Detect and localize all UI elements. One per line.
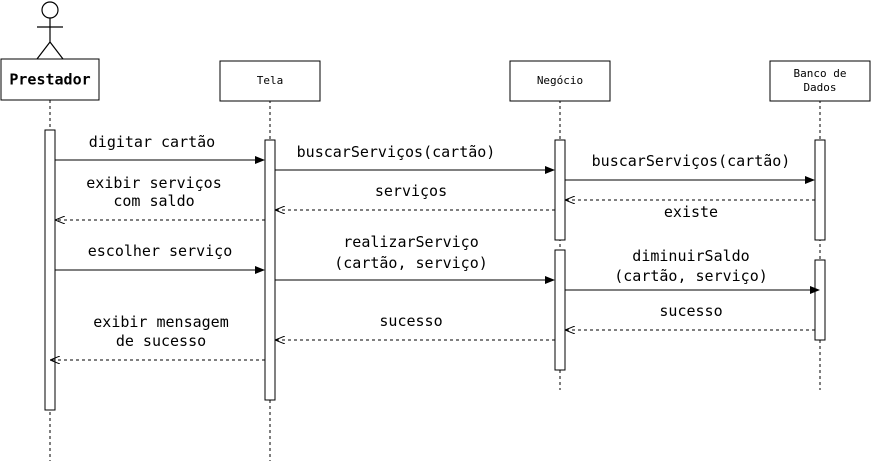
message-label-buscar-servicos-2: buscarServiços(cartão) [592, 152, 791, 170]
message-label-realizar-servico-line2: (cartão, serviço) [334, 254, 488, 272]
participant-prestador-label: Prestador [9, 71, 90, 89]
activation-tela [264, 139, 276, 401]
activation-negocio-1 [554, 139, 566, 241]
activation-prestador [44, 129, 56, 411]
return-label-servicos: serviços [375, 182, 447, 200]
return-label-exibir-servicos-line1: exibir serviços [86, 174, 221, 192]
message-label-realizar-servico-line1: realizarServiço [343, 233, 478, 251]
return-label-sucesso-1: sucesso [659, 302, 722, 320]
activation-banco-1 [814, 139, 826, 241]
participant-prestador: Prestador [0, 58, 100, 101]
message-label-buscar-servicos-1: buscarServiços(cartão) [297, 143, 496, 161]
participant-tela: Tela [219, 60, 321, 102]
participant-banco-label-line2: Dados [803, 81, 836, 94]
activation-negocio-2 [554, 249, 566, 371]
return-label-exibir-servicos-line2: com saldo [113, 192, 194, 210]
participant-banco-de-dados: Banco de Dados [769, 60, 871, 102]
activation-banco-2 [814, 259, 826, 341]
return-label-exibir-mensagem-line2: de sucesso [116, 332, 206, 350]
participant-negocio: Negócio [509, 60, 611, 102]
message-label-diminuir-saldo-line2: (cartão, serviço) [614, 267, 768, 285]
message-label-diminuir-saldo-line1: diminuirSaldo [632, 247, 749, 265]
participant-tela-label: Tela [257, 74, 284, 87]
message-label-escolher-servico: escolher serviço [88, 242, 233, 260]
message-label-digitar-cartao: digitar cartão [89, 133, 215, 151]
return-label-existe: existe [664, 203, 718, 221]
return-label-exibir-mensagem-line1: exibir mensagem [93, 313, 228, 331]
actor-stick-figure-icon [36, 1, 64, 60]
participant-banco-label-line1: Banco de [794, 67, 847, 80]
participant-negocio-label: Negócio [537, 74, 583, 87]
return-label-sucesso-2: sucesso [379, 312, 442, 330]
